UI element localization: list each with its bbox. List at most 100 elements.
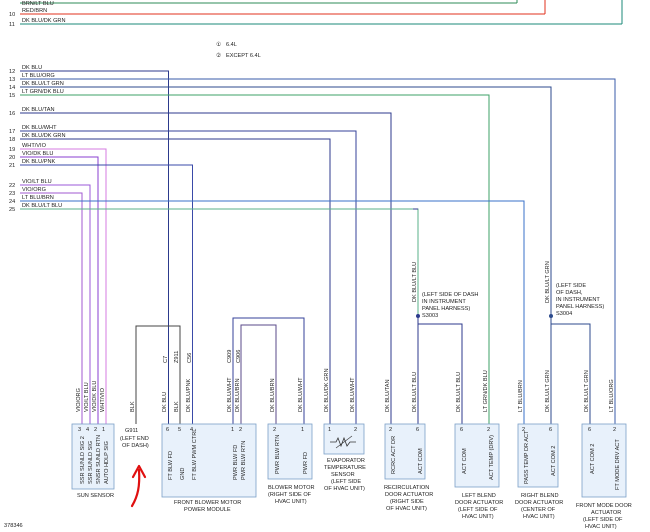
component-name: POWER MODULE	[184, 507, 231, 513]
pin-wire-label: DK BLU/WHT	[298, 377, 304, 412]
component-sun-sensor: 3 4 2 1 SSR SUNLD SIG 2 SSR SUNLD SIG SN…	[71, 423, 115, 499]
ground-location: (LEFT END	[120, 436, 149, 442]
component-name: LEFT BLEND	[462, 493, 496, 499]
top-wire-num: 10	[9, 12, 15, 18]
pin-wire-label: DK BLU/WHT	[350, 377, 356, 412]
component-front-mode-actuator: 6 2 ACT COM 2 FT MODE DRV ACT FRONT MODE…	[576, 423, 632, 530]
pin-num: 5	[178, 427, 181, 433]
component-front-blower-module: 6 5 4 1 2 FT BLW FD GND FT BLW PWM CTRL …	[161, 423, 257, 513]
pin-wire-label: BLK	[174, 401, 180, 412]
pin-wire-label: DK BLU/LT GRN	[584, 370, 590, 412]
wire-num: 23	[9, 191, 15, 197]
pin-function: RCRC ACT DR	[391, 436, 397, 474]
wire-num: 15	[9, 93, 15, 99]
component-name: (LEFT SIDE	[331, 479, 361, 485]
pin-num: 2	[487, 427, 490, 433]
pin-num: 4	[190, 427, 193, 433]
pin-num: 2	[613, 427, 616, 433]
pin-wire-label: DK BLU/DK GRN	[324, 368, 330, 412]
component-name: FRONT MODE DOOR	[576, 503, 632, 509]
pin-num: 4	[86, 427, 89, 433]
ground-id: G911	[125, 428, 138, 434]
wire-num: 25	[9, 207, 15, 213]
ground-location: OF DASH)	[122, 443, 149, 449]
wire-label: VIO/ORG	[22, 187, 46, 193]
cavity-id: C7	[163, 356, 169, 363]
component-name: HVAC UNIT)	[523, 514, 555, 520]
thermistor-symbol	[330, 436, 356, 448]
pin-num: 6	[549, 427, 552, 433]
wire-label: DK BLU/DK GRN	[22, 133, 66, 139]
wire-num: 13	[9, 77, 15, 83]
top-wire-label: RED/BRN	[22, 8, 47, 14]
pin-function: SSR SUNLD SIG	[88, 441, 94, 484]
pin-wire-label: VIO/DK BLU	[92, 381, 98, 412]
ground-wire-label: BLK	[130, 401, 136, 412]
pin-function: AUTO HDLP SIG	[104, 441, 110, 484]
splice-note-line: PANEL HARNESS)	[556, 304, 604, 310]
pin-wire-label: DK BLU/LT BLU	[412, 372, 418, 412]
component-name: (RIGHT SIDE	[390, 499, 424, 505]
pin-num: 2	[522, 427, 525, 433]
splice-note-line: PANEL HARNESS)	[422, 306, 470, 312]
pin-num: 2	[273, 427, 276, 433]
splice-note-line: (LEFT SIDE OF DASH	[422, 292, 478, 298]
splice-s3004: DK BLU/LT GRN (LEFT SIDE OF DASH, IN INS…	[545, 261, 604, 424]
wire-bundle	[20, 70, 616, 424]
cavity-id: C906	[236, 350, 242, 363]
component-name: TEMPERATURE	[324, 465, 366, 471]
wire-label: WHT/VIO	[22, 143, 47, 149]
wire-label: LT BLU/BRN	[22, 195, 54, 201]
pin-wire-label: DK BLU/LT BLU	[456, 372, 462, 412]
wire-num: 18	[9, 137, 15, 143]
splice-id: S3004	[556, 311, 572, 317]
pin-wire-label: VIO/ORG	[76, 388, 82, 412]
pin-wire-label: DK BLU/PNK	[186, 378, 192, 412]
pin-wire-label: DK BLU	[162, 392, 168, 412]
pin-wire-label: LT BLU/ORG	[609, 379, 615, 412]
component-name: OF HVAC UNIT)	[324, 486, 365, 492]
cavity-id: Z911	[174, 351, 180, 363]
splice-id: S3003	[422, 313, 438, 319]
component-name: (CENTER OF	[521, 507, 556, 513]
wire-label: DK BLU/LT BLU	[22, 203, 62, 209]
top-wire-label: DK BLU/DK GRN	[22, 18, 66, 24]
pin-num: 2	[389, 427, 392, 433]
vertical-wire-labels: VIO/ORG VIO/LT BLU VIO/DK BLU WHT/VIO DK…	[76, 368, 615, 412]
wire-label: DK BLU	[22, 65, 42, 71]
component-name: DOOR ACTUATOR	[515, 500, 563, 506]
pin-function: ACT COM 2	[590, 444, 596, 474]
component-name: DOOR ACTUATOR	[385, 492, 433, 498]
splice-wire-label: DK BLU/LT GRN	[545, 261, 551, 303]
component-blower-motor: 2 1 PWR BLW RTN PWR FD BLOWER MOTOR (RIG…	[267, 423, 315, 505]
cavity-id: C56	[187, 353, 193, 363]
note-text: 6.4L	[226, 42, 237, 48]
component-name: SENSOR	[331, 472, 355, 478]
pin-wire-label: DK BLU/WHT	[227, 377, 233, 412]
component-evaporator-sensor: 1 2 EVAPORATOR TEMPERATURE SENSOR (LEFT …	[323, 423, 366, 492]
component-name: (RIGHT SIDE OF	[268, 492, 312, 498]
pin-wire-label: DK BLU/BRN	[235, 378, 241, 412]
pin-num: 1	[328, 427, 331, 433]
pin-num: 6	[588, 427, 591, 433]
component-name: DOOR ACTUATOR	[455, 500, 503, 506]
pin-num: 2	[239, 427, 242, 433]
pin-wire-label: LT GRN/DK BLU	[483, 370, 489, 412]
pin-function: PASS TEMP DR ACT	[524, 430, 530, 484]
component-name: OF HVAC UNIT)	[386, 506, 427, 512]
pin-function: PWR BLW RTN	[241, 441, 247, 480]
pin-function: ACT COM 2	[551, 446, 557, 476]
component-recirculation-actuator: 2 6 RCRC ACT DR ACT COM RECIRCULATION DO…	[384, 423, 433, 512]
wire-label: LT GRN/DK BLU	[22, 89, 64, 95]
pin-function: ACT TEMP (DRV)	[489, 435, 495, 480]
component-name: HVAC UNIT)	[462, 514, 494, 520]
wire-num: 12	[9, 69, 15, 75]
top-wire-num: 11	[9, 22, 15, 28]
splice-s3003: DK BLU/LT BLU (LEFT SIDE OF DASH IN INST…	[412, 262, 478, 424]
pin-num: 6	[166, 427, 169, 433]
top-wire-group: BRN/LT BLU 10 RED/BRN 11 DK BLU/DK GRN	[9, 0, 623, 28]
pin-function: ACT COM	[418, 448, 424, 474]
wire-num: 22	[9, 183, 15, 189]
cavity-id: C909	[227, 350, 233, 363]
wire-label: DK BLU/PNK	[22, 159, 56, 165]
